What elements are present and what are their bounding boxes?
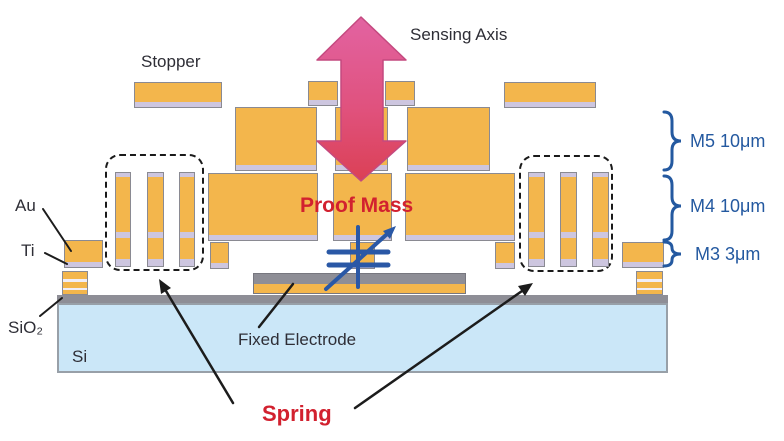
m5-brace — [662, 110, 682, 172]
sio2-label: SiO₂ — [8, 318, 43, 337]
fixed-electrode-label: Fixed Electrode — [238, 330, 357, 349]
proof-mass-label: Proof Mass — [300, 194, 414, 217]
proof-mass-m5-right — [407, 107, 490, 171]
si-label: Si — [72, 347, 88, 366]
m3-finger-left — [210, 242, 229, 269]
stopper-tab-left — [308, 81, 338, 106]
spring-bar — [528, 172, 545, 267]
spring-bar — [179, 172, 195, 267]
proof-mass-m4-left — [208, 173, 318, 241]
stopper-label: Stopper — [141, 52, 201, 71]
m5-layer-label: M5 10μm — [690, 131, 766, 151]
left-stopper-bar — [134, 82, 222, 108]
anchor-column-m5 — [335, 107, 388, 171]
spring-bar — [560, 172, 577, 267]
sensing-axis-label: Sensing Axis — [410, 25, 508, 44]
m4-layer-label: M4 10μm — [690, 196, 766, 216]
au-label: Au — [15, 196, 36, 215]
anchor-column-m4 — [333, 173, 392, 241]
ti-label: Ti — [21, 241, 35, 260]
right-pad-via-stack — [636, 271, 663, 295]
si-substrate — [57, 303, 668, 373]
stopper-tab-right — [385, 81, 415, 106]
left-pad-au-block — [64, 240, 103, 268]
m3-layer-label: M3 3μm — [695, 244, 761, 264]
proof-mass-m5-left — [235, 107, 317, 171]
right-pad-au-block — [622, 242, 664, 268]
spring-label: Spring — [262, 401, 332, 426]
spring-dashed-box-right — [519, 155, 613, 272]
spring-bar — [592, 172, 609, 267]
spring-dashed-box-left — [105, 154, 204, 271]
spring-bar — [147, 172, 164, 267]
m3-finger-center — [350, 242, 375, 269]
m3-finger-right — [495, 242, 515, 269]
sio2-layer — [57, 295, 668, 303]
proof-mass-m4-right — [405, 173, 515, 241]
layer-braces — [662, 110, 682, 268]
m4-brace — [662, 174, 682, 242]
right-stopper-bar — [504, 82, 596, 108]
spring-bar — [115, 172, 131, 267]
fixed-electrode-strip — [253, 273, 466, 294]
m3-brace — [662, 240, 682, 268]
left-pad-via-stack — [62, 271, 88, 295]
